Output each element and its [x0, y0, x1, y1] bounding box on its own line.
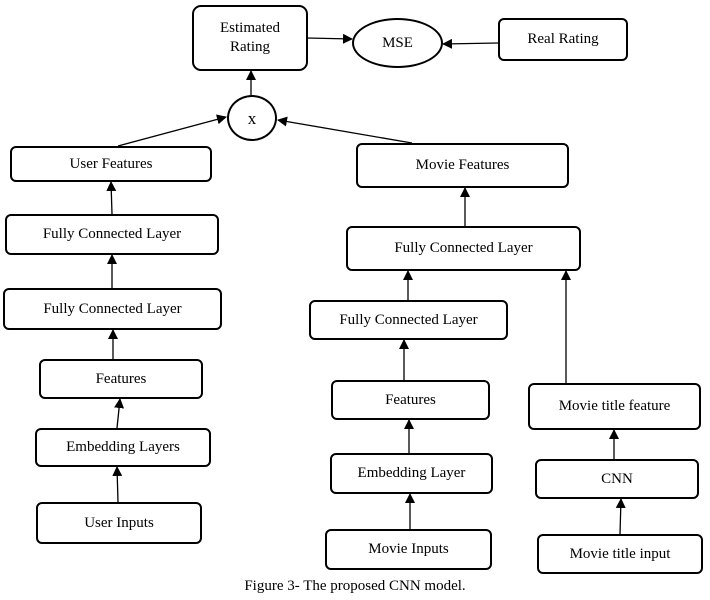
- user-embedding-layers-node: Embedding Layers: [35, 428, 211, 467]
- movie-title-feature-node: Movie title feature: [528, 383, 701, 430]
- arrow-estimated-to-mse: [306, 33, 353, 44]
- movie-fully-connected-layer-1-node: Fully Connected Layer: [309, 300, 508, 340]
- user-fully-connected-layer-2-node: Fully Connected Layer: [5, 214, 219, 255]
- movie-fully-connected-layer-2-node: Fully Connected Layer: [346, 226, 581, 271]
- figure-caption: Figure 3- The proposed CNN model.: [244, 578, 466, 594]
- user-features-layer-node: Features: [39, 359, 203, 399]
- arrow-user-inputs-to-embedding: [112, 466, 123, 503]
- user-fully-connected-layer-1-node: Fully Connected Layer: [3, 288, 222, 330]
- real-rating-node: Real Rating: [498, 18, 628, 61]
- movie-inputs-node: Movie Inputs: [325, 529, 492, 570]
- multiply-node: x: [227, 95, 277, 141]
- arrow-movie-features-to-x: [277, 116, 413, 144]
- user-features-node: User Features: [10, 146, 212, 182]
- movie-title-input-node: Movie title input: [537, 534, 703, 574]
- cnn-node: CNN: [535, 459, 699, 499]
- movie-features-node: Movie Features: [356, 143, 569, 188]
- mse-node: MSE: [352, 18, 443, 68]
- arrow-real-to-mse: [442, 38, 499, 49]
- arrow-user-features-to-x: [117, 114, 227, 147]
- arrow-user-embedding-to-features: [114, 398, 125, 429]
- estimated-rating-node: Estimated Rating: [192, 5, 308, 71]
- arrow-title-input-to-cnn: [615, 498, 626, 535]
- movie-features-layer-node: Features: [331, 380, 490, 420]
- user-inputs-node: User Inputs: [36, 502, 202, 544]
- arrow-user-fc2-to-features: [106, 181, 117, 215]
- movie-embedding-layer-node: Embedding Layer: [330, 453, 493, 494]
